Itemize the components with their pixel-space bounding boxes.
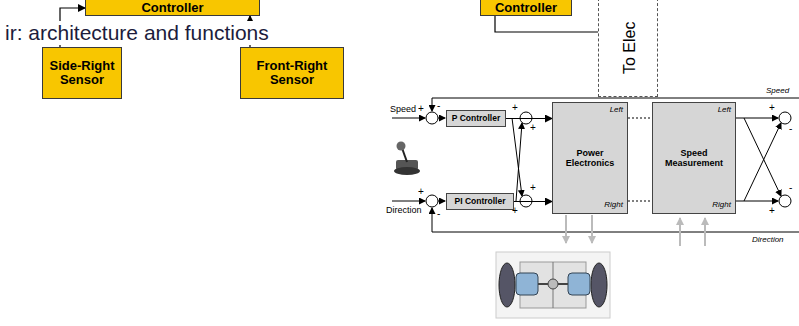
node-text: Left: [718, 106, 731, 115]
node-text: Left: [610, 106, 623, 115]
controller-block: PI Controller: [446, 193, 514, 210]
signal-label: Direction: [752, 236, 784, 244]
controller-box: Controller: [480, 0, 572, 16]
sign-mark: +: [769, 206, 775, 216]
sign-mark: +: [512, 103, 518, 113]
joystick-icon: [394, 142, 420, 176]
sign-mark: +: [418, 104, 424, 114]
node-text: P Controller: [452, 114, 501, 123]
node-text: Side-Right Sensor: [47, 59, 117, 88]
connector: [628, 117, 652, 118]
sign-mark: +: [530, 123, 536, 133]
node-text: Right: [604, 201, 623, 210]
signal-label: Speed: [390, 105, 416, 114]
sign-mark: -: [789, 183, 792, 193]
wheelchair-illustration: [496, 252, 610, 318]
node-text: Controller: [495, 1, 557, 15]
sign-mark: +: [418, 187, 424, 197]
node-text: Controller: [141, 1, 203, 15]
sign-mark: -: [437, 209, 440, 219]
signal-label: Speed: [766, 87, 789, 95]
rotated-text-holder: To Elec: [620, 2, 638, 93]
node-text: Right: [712, 201, 731, 210]
connector: [514, 201, 552, 202]
node-text: To Elec: [620, 2, 638, 93]
output-box: To Elec: [598, 0, 658, 97]
signal-wires: [392, 98, 799, 232]
controller-block: P Controller: [446, 110, 506, 127]
sign-mark: +: [769, 103, 775, 113]
sign-mark: -: [437, 101, 440, 111]
power-electronics-block: LeftPower ElectronicsRight: [552, 102, 628, 214]
speed-measurement-block: LeftSpeed MeasurementRight: [652, 102, 736, 214]
slide-title: ir: architecture and functions: [3, 21, 271, 45]
connector: [506, 118, 552, 119]
sensor-box: Front-Right Sensor: [240, 47, 344, 99]
sensor-actuator-links: [566, 215, 705, 246]
sign-mark: +: [512, 206, 518, 216]
sign-mark: +: [530, 183, 536, 193]
controller-box: Controller: [85, 0, 260, 16]
sign-mark: -: [789, 124, 792, 134]
sensor-box: Side-Right Sensor: [42, 47, 122, 99]
node-text: Front-Right Sensor: [245, 59, 339, 88]
node-text: PI Controller: [454, 197, 505, 206]
node-text: Power Electronics: [557, 148, 623, 169]
signal-label: Direction: [386, 206, 422, 215]
node-text: Speed Measurement: [657, 148, 731, 169]
connector: [495, 16, 598, 32]
